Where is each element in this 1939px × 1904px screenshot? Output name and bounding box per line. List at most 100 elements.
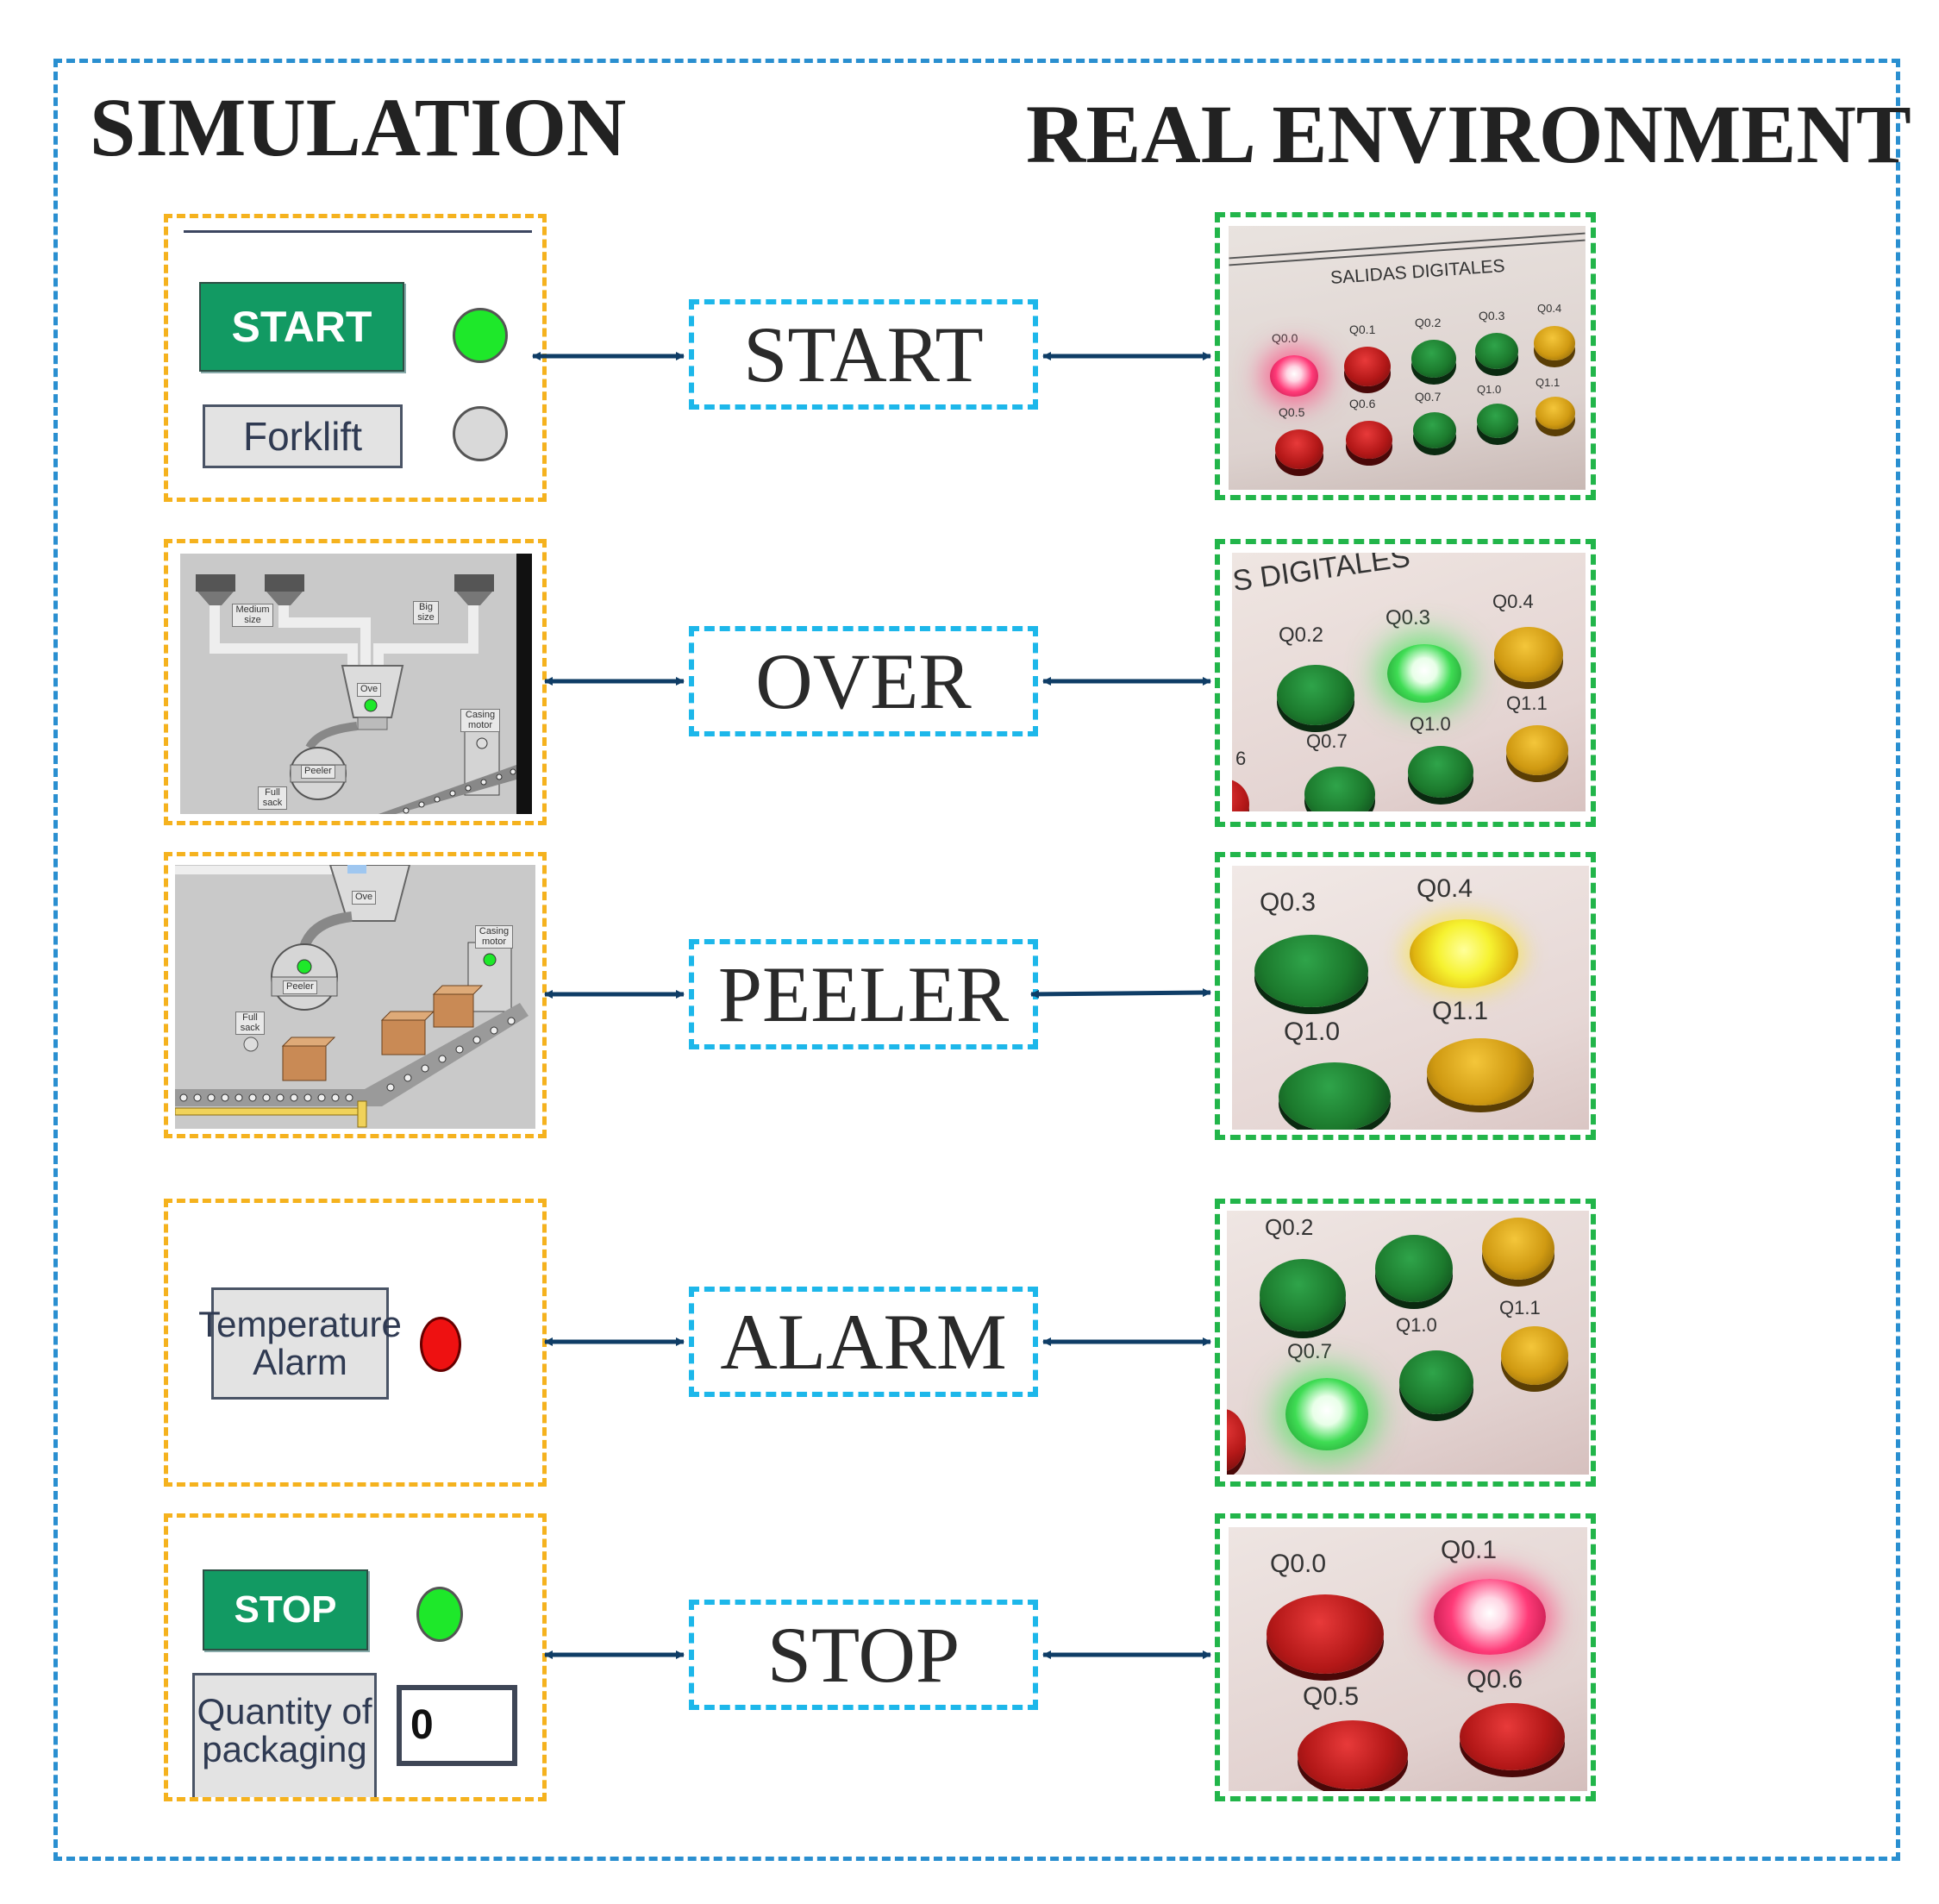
- led-q06: [1227, 1409, 1246, 1471]
- label-q10: Q1.0: [1284, 1018, 1341, 1046]
- led-q03: [1375, 1235, 1453, 1302]
- led-q07-on: [1285, 1378, 1368, 1450]
- led-q10: [1399, 1350, 1473, 1414]
- led-q03: [1254, 935, 1368, 1007]
- led-q02: [1277, 665, 1354, 725]
- outer-frame: [53, 59, 1900, 1861]
- casing-motor-tag: Casing motor: [475, 925, 513, 949]
- label-q01: Q0.1: [1441, 1536, 1498, 1564]
- start-lamp-green: [453, 308, 508, 363]
- peeler-panel-photo: Q0.3 Q0.4 Q1.0 Q1.1: [1232, 866, 1589, 1130]
- led-q00-on: [1270, 355, 1318, 397]
- temperature-alarm-button[interactable]: Temperature Alarm: [198, 1287, 402, 1400]
- full-sack-tag: Full sack: [235, 1012, 265, 1036]
- full-sack-tag: Full sack: [258, 786, 287, 811]
- label-q05: Q0.5: [1303, 1682, 1360, 1711]
- label-q01: Q0.1: [1349, 323, 1376, 336]
- led-q06: [1346, 421, 1392, 459]
- label-q10: Q1.0: [1410, 713, 1451, 735]
- stop-button[interactable]: STOP: [203, 1569, 368, 1650]
- real-start-panel: SALIDAS DIGITALES Q0.0 Q0.1 Q0.2 Q0.3 Q0…: [1215, 212, 1596, 500]
- signal-over: OVER: [689, 626, 1038, 736]
- led-q02: [1260, 1259, 1346, 1331]
- over-process-scene: Medium size Big size Ove Casing motor Pe…: [180, 554, 532, 814]
- label-q02: Q0.2: [1279, 623, 1324, 647]
- label-q11: Q1.1: [1432, 997, 1489, 1025]
- led-q10: [1279, 1062, 1391, 1130]
- led-q10: [1408, 746, 1473, 798]
- signal-start: START: [689, 299, 1038, 410]
- label-q06: Q0.6: [1467, 1665, 1523, 1694]
- led-q03: [1475, 333, 1518, 369]
- signal-stop: STOP: [689, 1600, 1038, 1710]
- forklift-button[interactable]: Forklift: [203, 404, 403, 468]
- led-q02: [1411, 340, 1456, 378]
- signal-peeler-label: PEELER: [717, 950, 1010, 1038]
- label-q00: Q0.0: [1272, 331, 1298, 345]
- label-q06-partial: 6: [1235, 748, 1247, 769]
- label-q03: Q0.3: [1479, 309, 1505, 323]
- led-q11: [1501, 1326, 1568, 1385]
- arrow-peeler-right: [1030, 988, 1211, 999]
- stop-panel-photo: Q0.0 Q0.1 Q0.5 Q0.6: [1229, 1527, 1587, 1791]
- led-q03-on: [1387, 644, 1461, 703]
- alarm-panel-photo: Q0.2 Q1.0 Q1.1 Q0.7: [1227, 1211, 1589, 1475]
- quantity-of-packaging-input[interactable]: 0: [397, 1685, 517, 1766]
- label-q03: Q0.3: [1385, 606, 1431, 629]
- led-q05: [1298, 1720, 1408, 1789]
- real-peeler-panel: Q0.3 Q0.4 Q1.0 Q1.1: [1215, 852, 1596, 1140]
- real-alarm-panel: Q0.2 Q1.0 Q1.1 Q0.7: [1215, 1199, 1596, 1487]
- led-q01: [1344, 347, 1391, 386]
- led-q07: [1413, 412, 1456, 448]
- big-size-tag: Big size: [413, 601, 439, 625]
- panel-title-partial: S DIGITALES: [1232, 553, 1412, 598]
- panel-divider: [184, 230, 532, 233]
- label-q07: Q0.7: [1306, 730, 1348, 752]
- casing-motor-tag: Casing motor: [460, 709, 500, 733]
- temperature-alarm-lamp-red: [420, 1317, 461, 1372]
- real-over-panel: S DIGITALES Q0.2 Q0.3 Q0.4 6 Q0.7 Q1.0 Q…: [1215, 539, 1596, 827]
- label-q11: Q1.1: [1499, 1297, 1541, 1318]
- signal-stop-label: STOP: [766, 1611, 960, 1699]
- led-q04-on: [1410, 919, 1518, 988]
- panel-title: SALIDAS DIGITALES: [1329, 255, 1506, 289]
- real-environment-heading: REAL ENVIRONMENT: [1026, 88, 1911, 180]
- label-q03: Q0.3: [1260, 888, 1317, 917]
- forklift-lamp-grey: [453, 406, 508, 461]
- led-q07: [1304, 767, 1375, 811]
- led-q11: [1506, 725, 1568, 775]
- led-q04: [1482, 1218, 1554, 1280]
- simulation-heading: SIMULATION: [90, 81, 627, 173]
- label-q07: Q0.7: [1287, 1340, 1333, 1363]
- led-q06: [1460, 1703, 1565, 1770]
- start-panel-photo: SALIDAS DIGITALES Q0.0 Q0.1 Q0.2 Q0.3 Q0…: [1229, 226, 1586, 490]
- label-q02: Q0.2: [1415, 316, 1442, 329]
- label-q11: Q1.1: [1536, 376, 1561, 389]
- led-q05: [1275, 429, 1323, 469]
- quantity-of-packaging-label: Quantity of packaging: [192, 1673, 377, 1797]
- led-q06: [1232, 779, 1249, 811]
- led-q00: [1267, 1594, 1384, 1674]
- oven-tag: Ove: [352, 891, 377, 905]
- led-q11: [1427, 1038, 1534, 1105]
- label-q04: Q0.4: [1417, 874, 1473, 903]
- peeler-tag: Peeler: [283, 980, 317, 994]
- label-q10: Q1.0: [1477, 383, 1502, 396]
- label-q07: Q0.7: [1415, 390, 1442, 404]
- label-q10: Q1.0: [1396, 1314, 1437, 1336]
- real-stop-panel: Q0.0 Q0.1 Q0.5 Q0.6: [1215, 1513, 1596, 1801]
- peeler-process-scene: Ove Casing motor Peeler Full sack: [175, 865, 535, 1129]
- label-q05: Q0.5: [1279, 405, 1305, 419]
- start-button[interactable]: START: [199, 282, 404, 372]
- box-1: [281, 1037, 336, 1081]
- peeler-scene-graphic: [175, 865, 535, 1129]
- stop-lamp-green: [416, 1587, 463, 1642]
- sim-start-panel: START Forklift: [164, 214, 547, 502]
- label-q04: Q0.4: [1492, 591, 1534, 612]
- label-q04: Q0.4: [1537, 302, 1562, 315]
- medium-size-tag: Medium size: [232, 604, 273, 628]
- signal-start-label: START: [743, 310, 984, 398]
- label-q02: Q0.2: [1265, 1214, 1314, 1240]
- label-q11: Q1.1: [1506, 692, 1548, 714]
